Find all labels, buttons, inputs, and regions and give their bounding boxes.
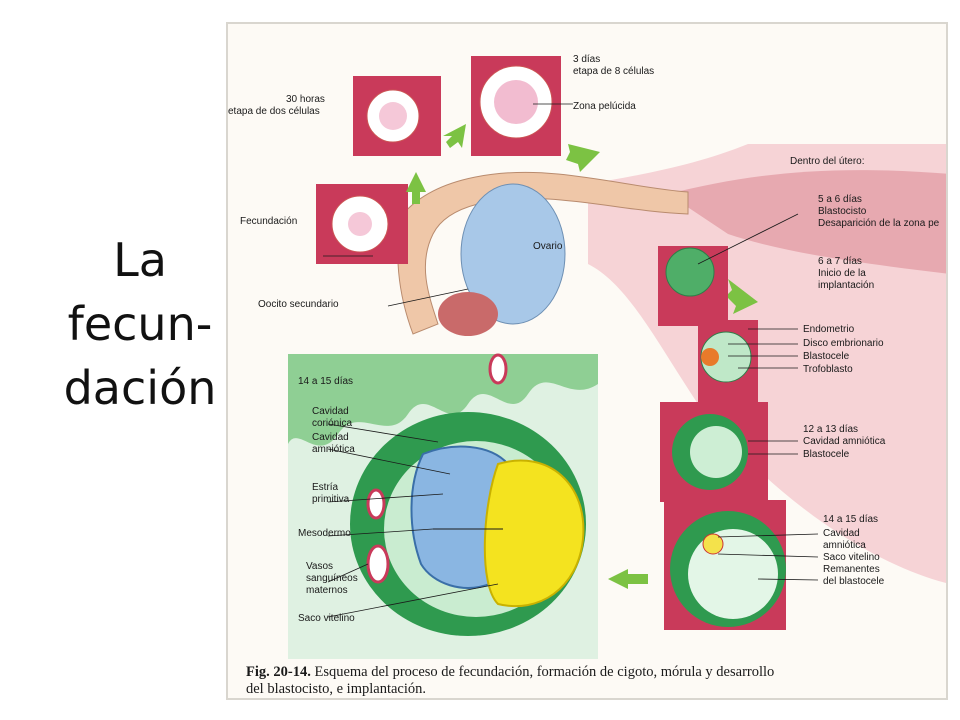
label-blastocele-1: Blastocele (803, 351, 850, 362)
label-remanentes: Remanentes (823, 564, 880, 575)
label-eight-cells: etapa de 8 células (573, 66, 654, 77)
arrow-right (566, 144, 600, 172)
eight-cell-core (494, 80, 538, 124)
label-cavidad-corionica-1: Cavidad (312, 406, 349, 417)
fallopian-tube (397, 171, 689, 335)
blastocyst (665, 247, 715, 297)
arrow-up (406, 172, 426, 204)
label-12-13-dias: 12 a 13 días (803, 424, 858, 435)
label-trofoblasto: Trofoblasto (803, 364, 853, 375)
label-maternos: maternos (306, 585, 348, 596)
label-amniotica-right: amniótica (823, 540, 866, 551)
blood-vessel (366, 488, 386, 520)
fertilization-figure: 30 horas etapa de dos células 3 días eta… (226, 22, 948, 700)
label-oocito: Oocito secundario (258, 299, 339, 310)
slide-title: La fecun- dación (40, 228, 240, 420)
label-30-horas: 30 horas (286, 94, 325, 105)
label-blastocisto: Blastocisto (818, 206, 867, 217)
label-saco-left: Saco vitelino (298, 613, 355, 624)
blood-vessel (366, 544, 390, 584)
day12-inner (690, 426, 742, 478)
yolk-sac (483, 459, 585, 608)
label-6-7-dias: 6 a 7 días (818, 256, 862, 267)
label-ovario: Ovario (533, 241, 563, 252)
label-mesodermo: Mesodermo (298, 528, 351, 539)
label-blastocele-2: Blastocele (803, 449, 850, 460)
label-14-15-right: 14 a 15 días (823, 514, 878, 525)
fertilization-diagram: 30 horas etapa de dos células 3 días eta… (228, 54, 946, 659)
label-zona: Zona pelúcida (573, 101, 636, 112)
label-saco-right: Saco vitelino (823, 552, 880, 563)
label-two-cells: etapa de dos células (228, 106, 320, 117)
label-implantacion: implantación (818, 280, 874, 291)
caption-line-1: Esquema del proceso de fecundación, form… (314, 664, 775, 680)
label-estria: Estría (312, 482, 339, 493)
label-cavidad-amniotica-1: Cavidad (312, 432, 349, 443)
uterine-wall (668, 170, 946, 274)
title-line: fecun- (67, 297, 213, 351)
day14-cavity (688, 529, 778, 619)
embryonic-disc (701, 348, 719, 366)
label-14-15-left: 14 a 15 días (298, 376, 353, 387)
day14-yolk (702, 533, 724, 555)
arrow-down-right (726, 279, 758, 314)
label-cavidad-right: Cavidad (823, 528, 860, 539)
title-line: La (113, 233, 167, 287)
label-corionica: coriónica (312, 418, 352, 429)
fimbriae (438, 292, 498, 336)
label-dentro-utero: Dentro del útero: (790, 156, 865, 167)
endometrium-folds (288, 354, 598, 446)
label-cav-amniotica: Cavidad amniótica (803, 436, 886, 447)
arrow-up-right (443, 124, 466, 148)
label-5-6-dias: 5 a 6 días (818, 194, 862, 205)
caption-number: Fig. 20-14. (246, 664, 311, 680)
ovary (460, 183, 566, 325)
label-endometrio: Endometrio (803, 324, 855, 335)
label-primitiva: primitiva (312, 494, 350, 505)
title-line: dación (63, 361, 217, 415)
oocyte-core (348, 212, 372, 236)
label-amniotica-left: amniótica (312, 444, 355, 455)
label-disco: Disco embrionario (803, 338, 884, 349)
label-vasos: Vasos (306, 561, 333, 572)
two-cell-core (379, 102, 407, 130)
blood-vessel (488, 353, 508, 385)
label-3-dias: 3 días (573, 54, 600, 65)
label-desaparicion: Desaparición de la zona pe (818, 218, 940, 229)
caption-line-2: del blastocisto, e implantación. (246, 681, 426, 697)
label-inicio: Inicio de la (818, 268, 866, 279)
label-del-blastocele: del blastocele (823, 576, 885, 587)
arrow-left (608, 569, 648, 589)
leader-lines (323, 103, 819, 618)
label-sanguineos: sanguíneos (306, 573, 358, 584)
label-fecundacion: Fecundación (240, 216, 297, 227)
figure-caption: Fig. 20-14. Esquema del proceso de fecun… (246, 664, 936, 698)
